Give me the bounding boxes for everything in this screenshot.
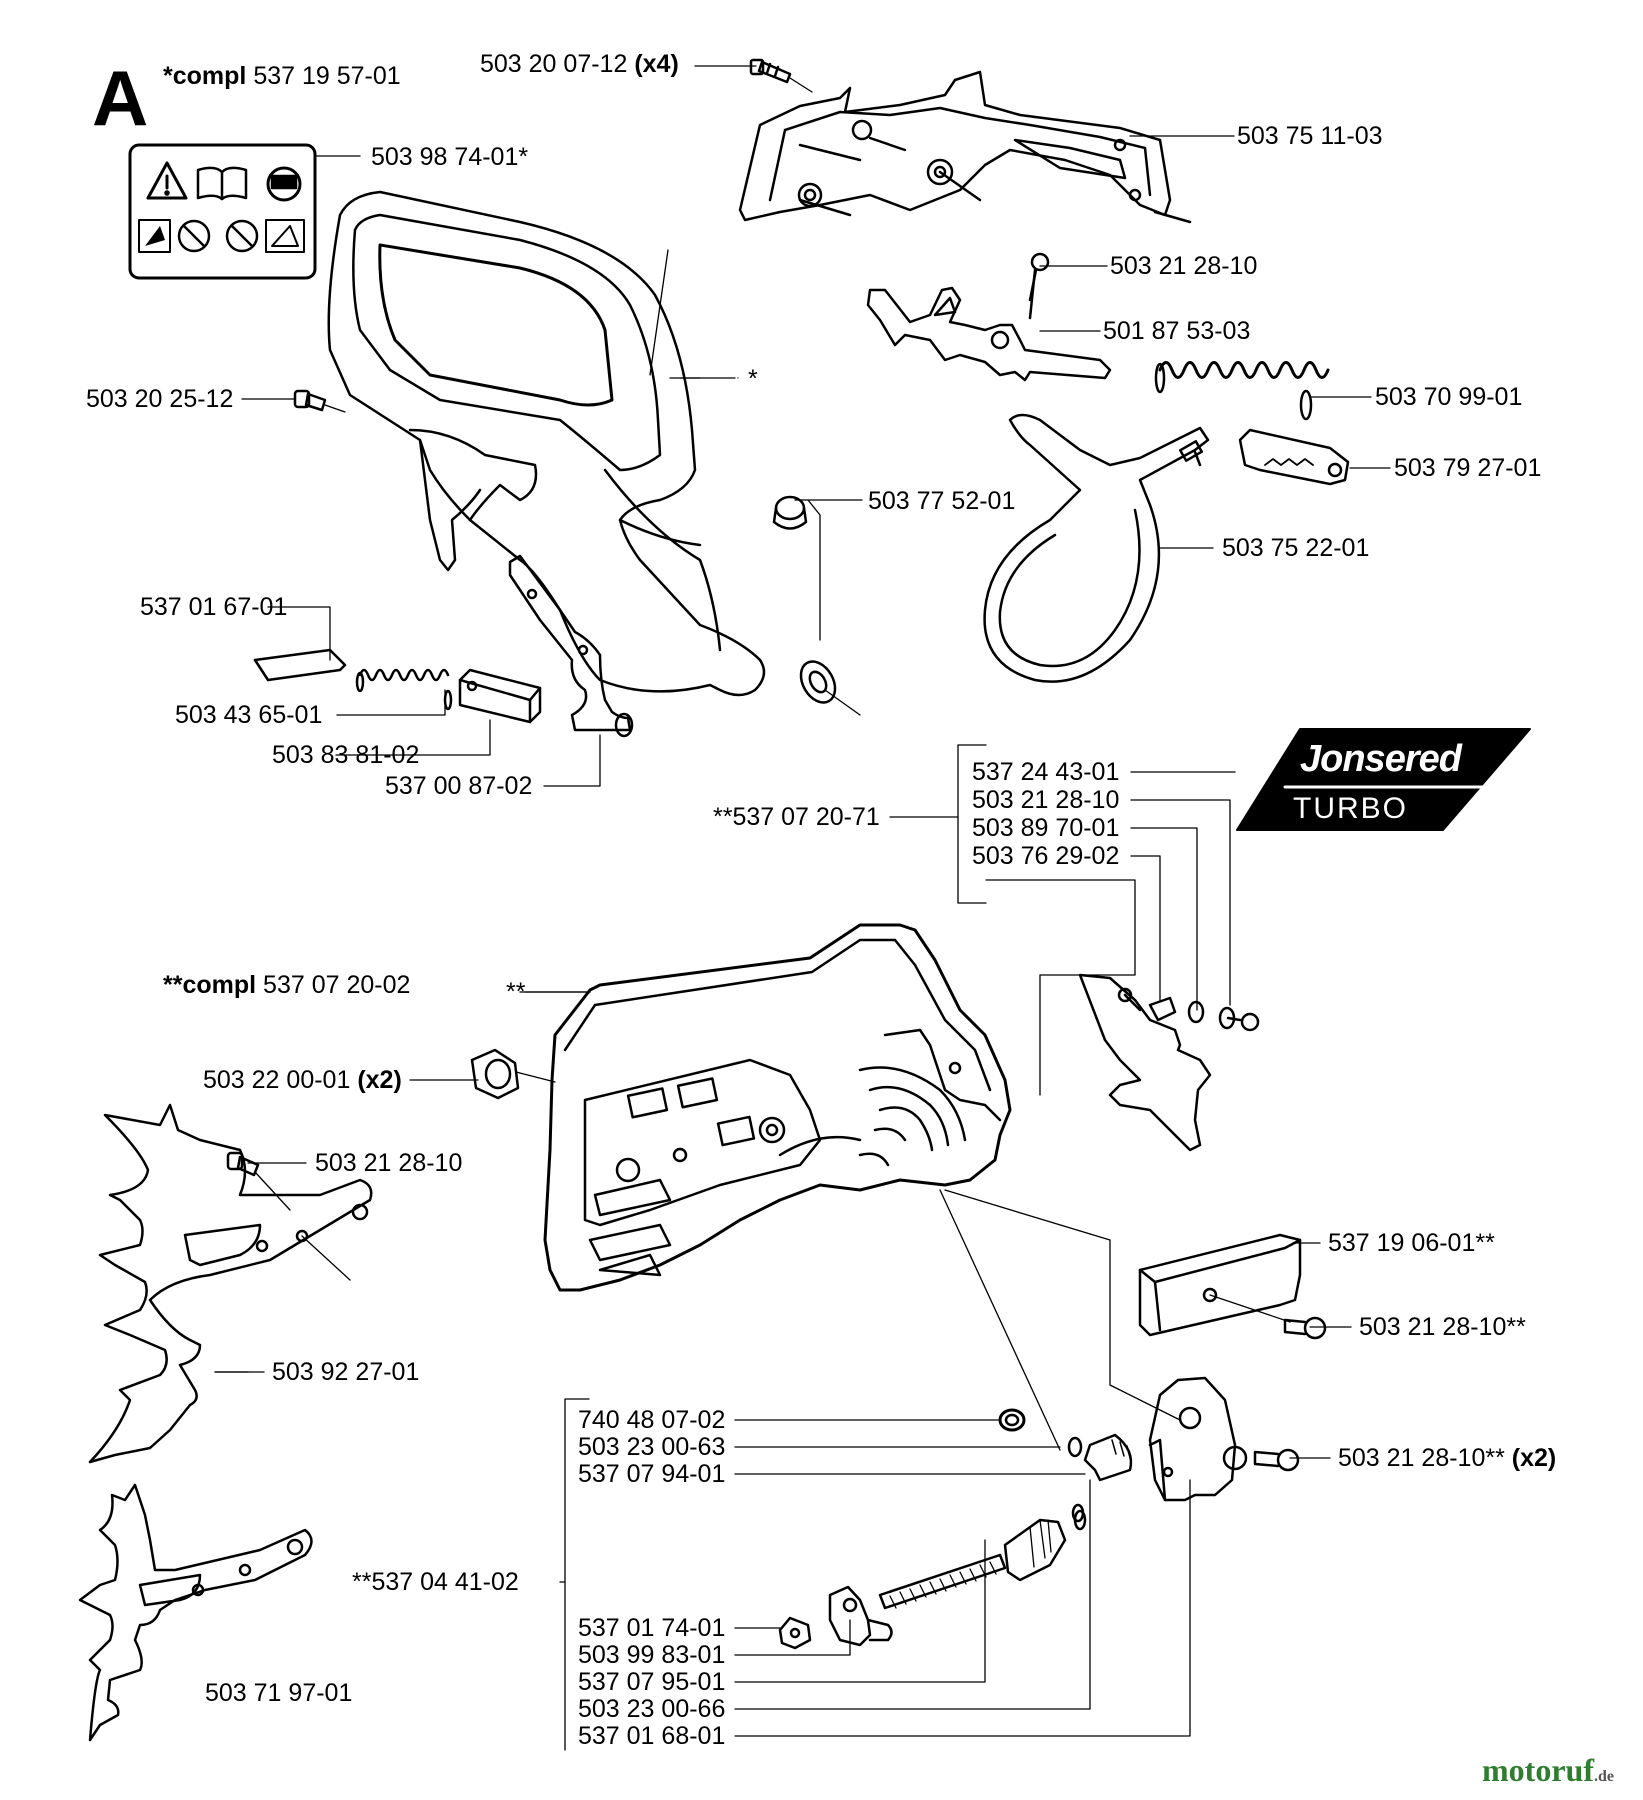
label-tens-4: 537 01 74-01	[578, 1614, 726, 1642]
label-screw-spike: 503 21 28-10	[315, 1149, 463, 1177]
spike-bumper-large	[88, 1103, 373, 1464]
kit-small-parts	[1148, 996, 1260, 1032]
chain-guide-plate	[1078, 973, 1212, 1152]
label-tens-5: 503 99 83-01	[578, 1641, 726, 1669]
label-brake-lever: 501 87 53-03	[1103, 317, 1251, 345]
asterisk-cover: **	[506, 978, 526, 1006]
label-kit-number: **537 07 20-71	[713, 803, 880, 831]
spike-bumper-small	[78, 1483, 313, 1742]
assembly-main-number: 537 19 57-01	[253, 62, 401, 90]
screw-catcher	[1283, 1316, 1327, 1340]
brake-lever-small	[508, 554, 634, 738]
label-screw-brake: 503 21 28-10	[1110, 252, 1258, 280]
leader-lines	[214, 65, 1391, 1751]
label-screw-catcher: 503 21 28-10**	[1359, 1313, 1526, 1341]
label-tens-2: 503 23 00-63	[578, 1433, 726, 1461]
tensioner-plate	[1148, 1376, 1248, 1502]
watermark: motoruf.de	[1482, 1752, 1614, 1789]
brake-guard-plate	[738, 70, 1192, 224]
label-screw-plate-number: 503 21 28-10**	[1338, 1444, 1505, 1472]
tensioner-parts	[778, 1408, 1133, 1650]
chain-catcher	[1138, 1233, 1302, 1337]
front-handle	[327, 190, 861, 716]
label-decal: 503 98 74-01*	[371, 143, 529, 171]
jonsered-logo	[1236, 728, 1531, 831]
label-guard-plate: 503 75 11-03	[1237, 122, 1383, 150]
label-kit-spacer: 503 76 29-02	[972, 842, 1120, 870]
assembly-cover-prefix: **compl	[163, 971, 257, 999]
assembly-cover-label: **compl 537 07 20-02	[163, 971, 410, 999]
screw-spike	[226, 1151, 291, 1211]
label-brake-part: 503 79 27-01	[1394, 454, 1542, 482]
label-block: 503 83 81-02	[272, 741, 420, 769]
label-screw-plate: 503 21 28-10** (x2)	[1338, 1444, 1556, 1472]
label-screw-top-number: 503 20 07-12	[480, 50, 628, 78]
brake-spring	[1154, 361, 1330, 421]
label-lever-small: 537 00 87-02	[385, 772, 533, 800]
logo-brand: Jonsered	[1300, 738, 1462, 780]
label-screw-plate-qty: (x2)	[1511, 1444, 1557, 1472]
label-bushing: 503 77 52-01	[868, 487, 1016, 515]
block	[458, 668, 542, 724]
label-tens-kit: **537 04 41-02	[352, 1568, 519, 1596]
label-brake-band: 503 75 22-01	[1222, 534, 1370, 562]
assembly-main-prefix: *compl	[163, 62, 247, 90]
warning-decal	[128, 143, 317, 280]
pin-part	[253, 648, 347, 682]
label-catcher: 537 19 06-01**	[1328, 1229, 1495, 1257]
brake-lever	[866, 252, 1112, 382]
label-pin: 537 01 67-01	[140, 593, 288, 621]
assembly-cover-number: 537 07 20-02	[263, 971, 411, 999]
label-nut: 503 22 00-01 (x2)	[203, 1066, 402, 1094]
brake-detent	[1238, 428, 1350, 486]
small-spring	[355, 668, 453, 711]
asterisk-handle: *	[748, 365, 758, 393]
label-spring-brake: 503 70 99-01	[1375, 383, 1523, 411]
label-tens-1: 740 48 07-02	[578, 1406, 726, 1434]
chain-cover	[519, 923, 1012, 1292]
label-tens-6: 537 07 95-01	[578, 1668, 726, 1696]
label-spike-small: 503 71 97-01	[205, 1679, 353, 1707]
assembly-main-label: *compl 537 19 57-01	[163, 62, 401, 90]
label-tens-3: 537 07 94-01	[578, 1460, 726, 1488]
label-kit-sticker: 537 24 43-01	[972, 758, 1120, 786]
label-spike-large: 503 92 27-01	[272, 1358, 420, 1386]
label-kit-washer: 503 89 70-01	[972, 814, 1120, 842]
label-nut-number: 503 22 00-01	[203, 1066, 351, 1094]
label-screw-handle: 503 20 25-12	[86, 385, 234, 413]
watermark-tld: .de	[1593, 1768, 1614, 1785]
label-screw-top: 503 20 07-12 (x4)	[480, 50, 679, 78]
label-tens-8: 537 01 68-01	[578, 1722, 726, 1750]
nut	[470, 1048, 556, 1100]
watermark-name: motoruf	[1482, 1752, 1594, 1788]
bushing	[772, 495, 808, 530]
screw-plate	[1253, 1448, 1300, 1472]
label-tens-7: 503 23 00-66	[578, 1695, 726, 1723]
screw-top	[749, 58, 813, 93]
logo-model: TURBO	[1293, 792, 1408, 825]
brake-band	[983, 413, 1210, 683]
section-letter: A	[92, 54, 149, 142]
screw-handle	[293, 389, 346, 413]
label-kit-screw: 503 21 28-10	[972, 786, 1120, 814]
label-nut-qty: (x2)	[357, 1066, 402, 1094]
label-spring-small: 503 43 65-01	[175, 701, 323, 729]
label-screw-top-qty: (x4)	[634, 50, 679, 78]
